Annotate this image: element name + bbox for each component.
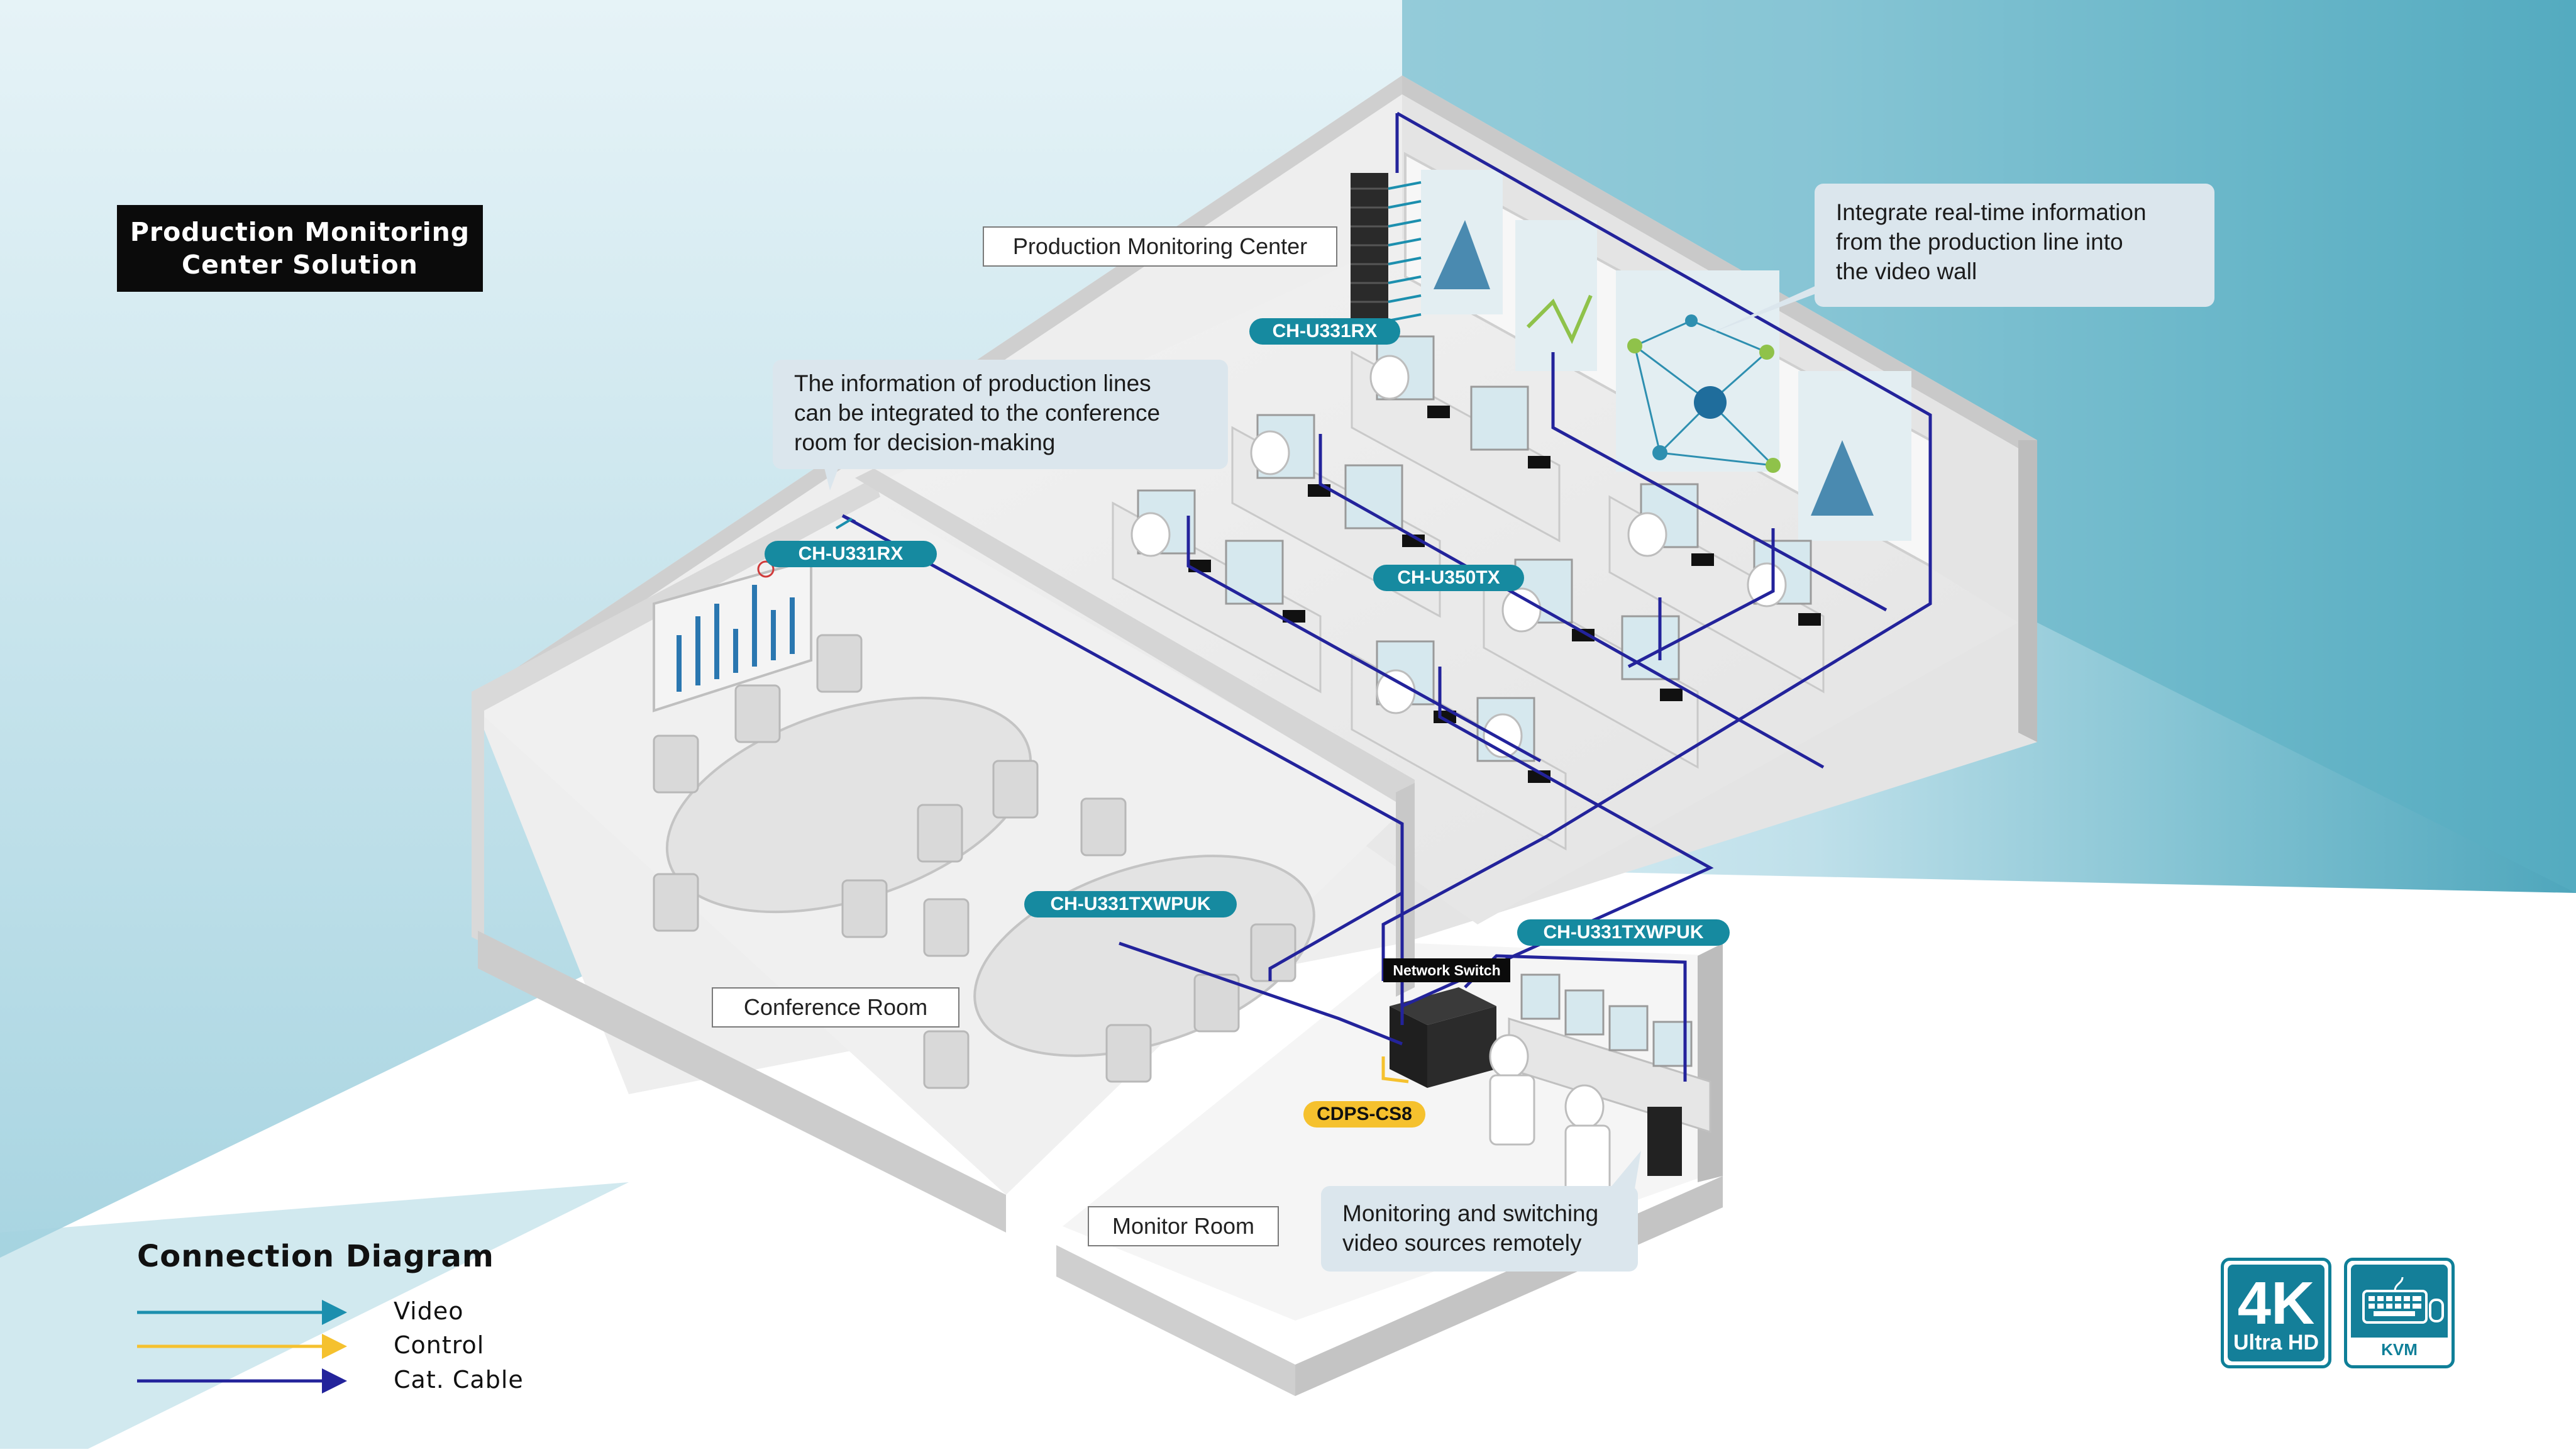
control-cable-lines <box>1381 1056 1409 1083</box>
network-switch-rack <box>1390 987 1496 1088</box>
receiver-rack <box>1351 173 1422 343</box>
legend-title: Connection Diagram <box>137 1239 494 1274</box>
callout-conference-info: The information of production lines can … <box>773 360 1228 469</box>
device-tag-cdps: CDPS-CS8 <box>1303 1101 1425 1128</box>
callout-conference-line1: The information of production lines <box>794 370 1151 396</box>
badge-4k-inner: 4K Ultra HD <box>2228 1265 2324 1361</box>
callout-pointer-monitoring <box>1610 1151 1641 1189</box>
divider-wall-conference <box>855 468 1415 811</box>
cat-cable-lines <box>841 111 1932 1082</box>
device-tag-rx-top: CH-U331RX <box>1249 318 1400 345</box>
network-switch-label: Network Switch <box>1383 958 1510 982</box>
badge-4k-text: 4K <box>2237 1270 2315 1337</box>
callout-monitoring-info: Monitoring and switching video sources r… <box>1321 1186 1638 1272</box>
callout-conference-line2: can be integrated to the conference <box>794 400 1161 426</box>
solution-title-line1: Production Monitoring <box>130 217 470 247</box>
badge-uhd-text: Ultra HD <box>2233 1331 2319 1355</box>
device-tag-tx-350: CH-U350TX <box>1373 565 1524 591</box>
solution-title-line2: Center Solution <box>182 250 418 280</box>
room-label-monitor: Monitor Room <box>1088 1206 1279 1246</box>
conference-presentation-screen <box>653 558 812 712</box>
building-right-outer-wall <box>2018 440 2037 742</box>
callout-monitoring-line2: video sources remotely <box>1342 1230 1582 1256</box>
badge-kvm: KVM <box>2344 1258 2455 1368</box>
callout-conference-line3: room for decision-making <box>794 430 1056 455</box>
legend-label-cat-cable: Cat. Cable <box>394 1366 524 1394</box>
pc-tower <box>1647 1107 1682 1176</box>
badge-4k-uhd: 4K Ultra HD <box>2221 1258 2331 1368</box>
monitor-right-wall <box>1698 943 1723 1182</box>
monitor-front-wall <box>1056 1245 1295 1396</box>
callout-realtime-line3: the video wall <box>1836 258 1977 284</box>
device-tag-rx-conference: CH-U331RX <box>765 541 937 567</box>
callout-realtime-info: Integrate real-time information from the… <box>1815 184 2214 307</box>
legend-arrows <box>137 1300 347 1394</box>
building-wall-top-rim-right <box>1402 75 2037 459</box>
monitor-room-screens <box>1520 973 1693 1067</box>
legend-label-video: Video <box>394 1297 464 1325</box>
badge-kvm-inner: KVM <box>2351 1265 2448 1361</box>
conference-front-wall <box>478 931 1006 1233</box>
legend-label-control: Control <box>394 1331 485 1359</box>
device-tag-txwpuk-monitor: CH-U331TXWPUK <box>1517 919 1730 946</box>
badge-kvm-text: KVM <box>2351 1338 2448 1361</box>
room-label-production: Production Monitoring Center <box>983 226 1337 267</box>
room-label-conference: Conference Room <box>712 987 959 1028</box>
callout-realtime-line1: Integrate real-time information <box>1836 199 2147 225</box>
solution-title: Production Monitoring Center Solution <box>117 205 483 292</box>
callout-monitoring-line1: Monitoring and switching <box>1342 1200 1599 1226</box>
conference-chairs <box>653 634 1296 1089</box>
callout-realtime-line2: from the production line into <box>1836 229 2123 255</box>
keyboard-mouse-icon <box>2362 1277 2444 1324</box>
video-cable-lines <box>835 518 853 529</box>
device-tag-txwpuk-conference: CH-U331TXWPUK <box>1024 891 1237 917</box>
